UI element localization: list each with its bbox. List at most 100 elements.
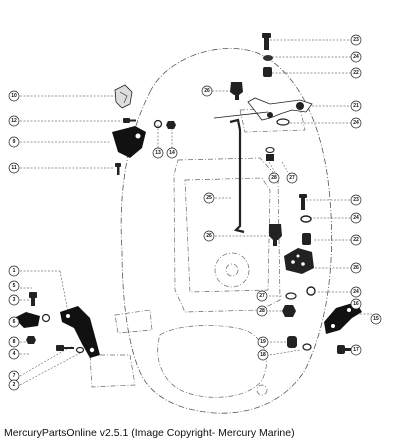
callout-21: 21 bbox=[350, 100, 362, 112]
part-spacer-22-lower bbox=[302, 233, 311, 245]
callout-circle bbox=[370, 313, 382, 325]
callout-12: 12 bbox=[8, 115, 20, 127]
callout-circle bbox=[203, 230, 215, 242]
callout-circle bbox=[8, 336, 20, 348]
callout-26: 26 bbox=[203, 230, 215, 242]
part-washer-18 bbox=[302, 343, 312, 351]
callout-26: 26 bbox=[201, 85, 213, 97]
callout-circle bbox=[8, 294, 20, 306]
callout-6: 6 bbox=[8, 316, 20, 328]
callout-circle bbox=[166, 147, 178, 159]
part-knob-26-mid bbox=[269, 224, 282, 246]
callout-circle bbox=[350, 51, 362, 63]
part-lever-1 bbox=[60, 306, 100, 358]
callout-circle bbox=[350, 34, 362, 46]
callout-3: 3 bbox=[8, 294, 20, 306]
callout-number: 23 bbox=[353, 197, 359, 203]
callout-number: 5 bbox=[13, 283, 16, 289]
part-bolt-17 bbox=[337, 345, 353, 354]
callout-circle bbox=[257, 349, 269, 361]
callout-number: 19 bbox=[260, 339, 266, 345]
part-washer-27-low bbox=[285, 292, 297, 300]
housing-outline bbox=[120, 48, 332, 414]
callout-11: 11 bbox=[8, 162, 20, 174]
callout-circle bbox=[350, 117, 362, 129]
callout-circle bbox=[350, 212, 362, 224]
callout-number: 22 bbox=[353, 70, 359, 76]
callout-number: 9 bbox=[13, 139, 16, 145]
callout-circle bbox=[350, 100, 362, 112]
callout-19: 19 bbox=[257, 336, 269, 348]
callout-number: 27 bbox=[289, 175, 295, 181]
part-washer-24-top bbox=[263, 55, 273, 61]
callout-28: 28 bbox=[268, 172, 280, 184]
callout-5: 5 bbox=[8, 280, 20, 292]
part-bracket-9 bbox=[112, 126, 146, 158]
part-knob-26-top bbox=[230, 82, 243, 100]
callout-number: 18 bbox=[260, 352, 266, 358]
callout-15: 15 bbox=[370, 313, 382, 325]
callout-10: 10 bbox=[8, 90, 20, 102]
callout-number: 11 bbox=[11, 165, 17, 171]
callout-circle bbox=[8, 379, 20, 391]
part-bushing-19 bbox=[287, 336, 297, 348]
callout-number: 21 bbox=[353, 103, 359, 109]
callout-22: 22 bbox=[350, 234, 362, 246]
leader-lines bbox=[19, 39, 372, 386]
callout-18: 18 bbox=[257, 349, 269, 361]
callout-circle bbox=[8, 136, 20, 148]
callout-number: 28 bbox=[259, 308, 265, 314]
callout-number: 15 bbox=[373, 316, 379, 322]
callout-number: 14 bbox=[169, 150, 175, 156]
callout-24: 24 bbox=[350, 51, 362, 63]
callout-number: 13 bbox=[155, 150, 161, 156]
callout-number: 24 bbox=[353, 54, 359, 60]
callout-circle bbox=[8, 280, 20, 292]
part-spacer-27-mid bbox=[266, 154, 274, 161]
callout-9: 9 bbox=[8, 136, 20, 148]
part-nut-8 bbox=[26, 336, 36, 344]
callout-24: 24 bbox=[350, 212, 362, 224]
part-washer-6 bbox=[41, 313, 51, 323]
callout-1: 1 bbox=[8, 265, 20, 277]
part-throttle-cam-26 bbox=[284, 248, 314, 274]
callout-circle bbox=[286, 172, 298, 184]
part-washer-2 bbox=[75, 346, 85, 354]
callout-22: 22 bbox=[350, 67, 362, 79]
callout-23: 23 bbox=[350, 34, 362, 46]
callout-circle bbox=[8, 162, 20, 174]
part-lever-arm-21 bbox=[247, 97, 313, 121]
part-washer-24-low bbox=[306, 286, 316, 296]
part-nut-28-low bbox=[282, 305, 296, 317]
callout-circle bbox=[8, 348, 20, 360]
callout-8: 8 bbox=[8, 336, 20, 348]
part-screw-11 bbox=[115, 163, 121, 175]
callout-number: 24 bbox=[353, 120, 359, 126]
callout-circle bbox=[268, 172, 280, 184]
part-screw-5 bbox=[29, 292, 37, 306]
callout-circle bbox=[203, 192, 215, 204]
callout-number: 16 bbox=[353, 301, 359, 307]
callout-circle bbox=[257, 336, 269, 348]
callout-number: 6 bbox=[13, 319, 16, 325]
part-link-rod-25 bbox=[213, 111, 269, 234]
callout-circle bbox=[350, 286, 362, 298]
callout-23: 23 bbox=[350, 194, 362, 206]
callout-number: 26 bbox=[204, 88, 210, 94]
callout-circle bbox=[8, 90, 20, 102]
callout-number: 26 bbox=[353, 265, 359, 271]
callout-circle bbox=[201, 85, 213, 97]
callout-7: 7 bbox=[8, 370, 20, 382]
callout-number: 25 bbox=[206, 195, 212, 201]
callout-number: 3 bbox=[13, 297, 16, 303]
callout-circle bbox=[350, 344, 362, 356]
callout-17: 17 bbox=[350, 344, 362, 356]
callout-number: 24 bbox=[353, 215, 359, 221]
callout-number: 24 bbox=[353, 289, 359, 295]
part-screw-4-7 bbox=[56, 345, 74, 351]
callout-circle bbox=[350, 234, 362, 246]
part-washer-28-mid bbox=[265, 146, 275, 154]
callout-number: 8 bbox=[13, 339, 16, 345]
